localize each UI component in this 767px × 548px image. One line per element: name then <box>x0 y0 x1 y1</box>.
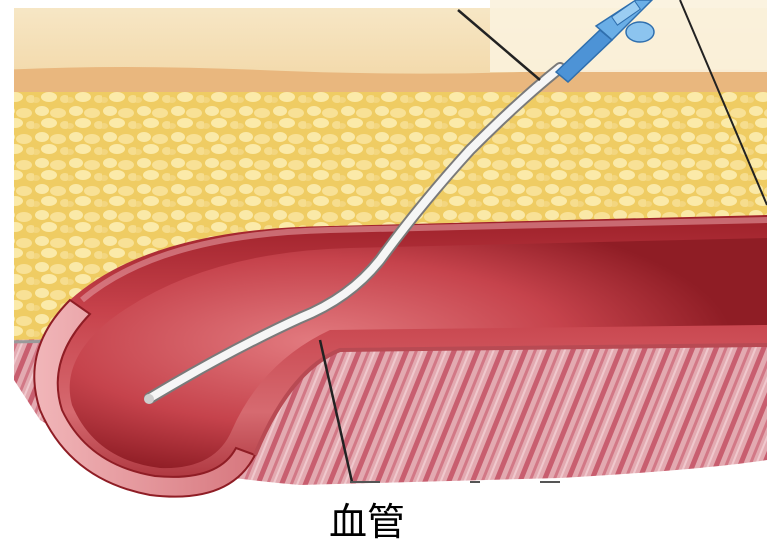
vessel-label: 血管 <box>312 500 422 544</box>
catheter-tip <box>144 394 154 404</box>
